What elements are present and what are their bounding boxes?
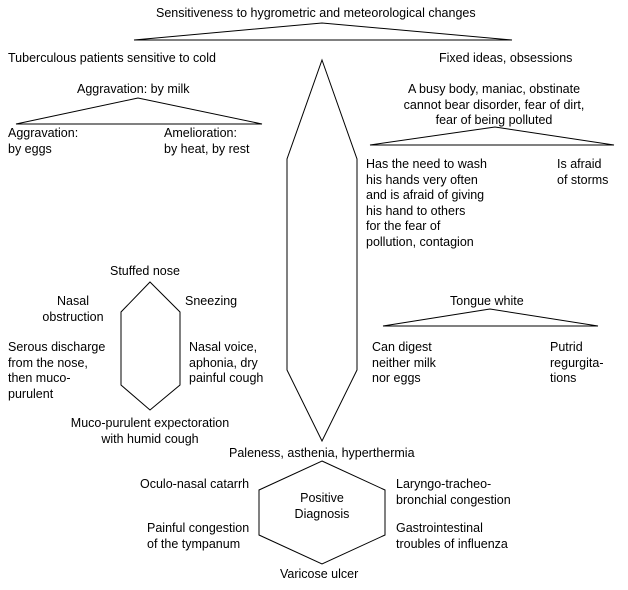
diagnosis-upper-left-catarrh: Oculo-nasal catarrh (140, 477, 250, 491)
diagnosis-lower-left-tympanum: Painful congestion of the tympanum (147, 521, 250, 551)
obsession-triangle (369, 126, 615, 146)
left-heading-cold: Tuberculous patients sensitive to cold (8, 51, 216, 65)
tongue-right-regurgitations: Putrid regurgita- tions (550, 340, 604, 385)
nose-bottom-expectoration: Muco-purulent expectoration with humid c… (70, 416, 230, 446)
obsession-right-storms: Is afraid of storms (557, 157, 609, 187)
diagnosis-top-paleness: Paleness, asthenia, hyperthermia (229, 446, 415, 460)
nose-upper-right-sneezing: Sneezing (185, 294, 238, 308)
milk-right-amelioration: Amelioration: by heat, by rest (164, 126, 250, 156)
nose-upper-left-obstruction: Nasal obstruction (42, 294, 104, 324)
diagnosis-upper-right-congestion: Laryngo-tracheo- bronchial congestion (396, 477, 511, 507)
top-title: Sensitiveness to hygrometric and meteoro… (156, 6, 476, 20)
right-heading-obsessions: Fixed ideas, obsessions (439, 51, 573, 65)
top-triangle (133, 22, 513, 41)
nose-hexagon (120, 281, 181, 411)
diagnosis-bottom-ulcer: Varicose ulcer (280, 567, 359, 581)
milk-triangle (15, 97, 263, 125)
tongue-heading: Tongue white (450, 294, 524, 308)
central-spindle (286, 58, 358, 443)
diagnosis-hexagon (258, 460, 386, 565)
obsession-heading: A busy body, maniac, obstinate cannot be… (403, 82, 585, 127)
milk-left-eggs: Aggravation: by eggs (8, 126, 79, 156)
tongue-left-digest: Can digest neither milk nor eggs (372, 340, 436, 385)
tongue-triangle (382, 308, 599, 327)
milk-heading: Aggravation: by milk (77, 82, 190, 96)
nose-top-stuffed: Stuffed nose (110, 264, 180, 278)
nose-lower-right-voice: Nasal voice, aphonia, dry painful cough (189, 340, 264, 385)
diagnosis-center: Positive Diagnosis (294, 491, 350, 521)
nose-lower-left-discharge: Serous discharge from the nose, then muc… (8, 340, 106, 401)
diagnosis-lower-right-gastro: Gastrointestinal troubles of influenza (396, 521, 508, 551)
obsession-left-washing: Has the need to wash his hands very ofte… (366, 157, 487, 249)
